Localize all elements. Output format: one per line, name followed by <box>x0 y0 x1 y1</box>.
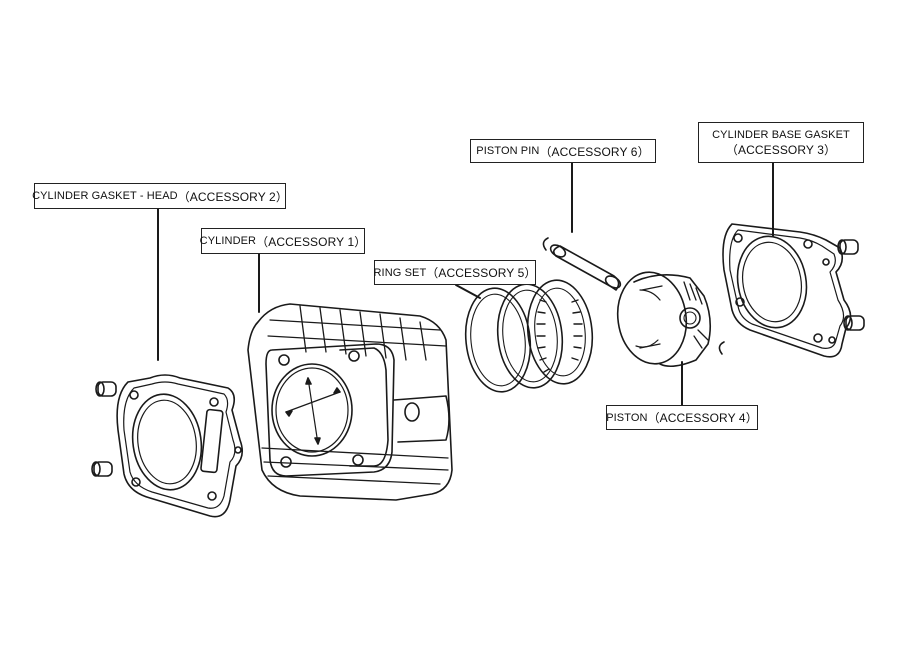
label-piston-pin-accessory: （ACCESSORY 6） <box>539 144 650 159</box>
piston-pin-drawing <box>542 237 622 291</box>
label-cylinder-base-gasket: CYLINDER BASE GASKET （ACCESSORY 3） <box>698 122 864 163</box>
label-piston-pin-name: PISTON PIN <box>476 145 540 157</box>
dowel-pins-right <box>837 239 865 331</box>
label-ring-set: RING SET （ACCESSORY 5） <box>374 260 536 285</box>
label-cylinder: CYLINDER （ACCESSORY 1） <box>199 228 367 254</box>
cylinder-base-gasket-drawing <box>722 223 852 358</box>
label-cylinder-name: CYLINDER <box>199 235 257 247</box>
label-cylinder-gasket-head-accessory: （ACCESSORY 2） <box>177 189 288 204</box>
piston-drawing <box>616 271 725 368</box>
label-piston-accessory: （ACCESSORY 4） <box>647 411 758 425</box>
leader-lines <box>157 161 774 406</box>
label-piston: PISTON （ACCESSORY 4） <box>606 405 758 430</box>
label-piston-name: PISTON <box>606 411 648 424</box>
label-cylinder-gasket-head-name: CYLINDER GASKET - HEAD <box>32 190 178 202</box>
dowel-pins-left <box>91 381 117 477</box>
label-cylinder-base-gasket-name: CYLINDER BASE GASKET <box>712 128 850 141</box>
cylinder-gasket-head-drawing <box>116 374 244 518</box>
ring-set-drawing <box>464 279 594 393</box>
label-ring-set-name: RING SET <box>373 266 427 279</box>
label-cylinder-gasket-head: CYLINDER GASKET - HEAD （ACCESSORY 2） <box>32 183 288 209</box>
label-ring-set-accessory: （ACCESSORY 5） <box>426 266 537 280</box>
cylinder-block-drawing <box>247 303 453 501</box>
label-cylinder-base-gasket-accessory: （ACCESSORY 3） <box>725 142 837 157</box>
label-cylinder-accessory: （ACCESSORY 1） <box>256 234 367 249</box>
label-piston-pin: PISTON PIN （ACCESSORY 6） <box>470 139 656 163</box>
